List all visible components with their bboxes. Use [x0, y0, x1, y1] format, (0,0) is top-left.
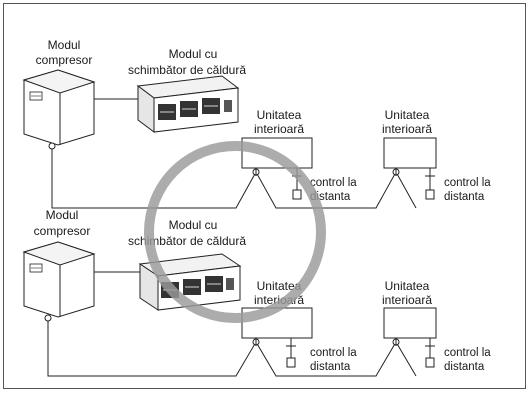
remote-controller-2-bottom: [425, 357, 435, 368]
remote-2-wire-bottom: [425, 338, 435, 358]
compressor-label-bottom-1: Modul: [46, 208, 79, 222]
main-wire-top: [51, 149, 417, 209]
diagram-frame: [3, 3, 526, 389]
heat-exchanger-label-bottom-1: Modul cu: [169, 218, 218, 232]
indoor-unit-2-label-top-1: Unitatea: [385, 108, 430, 122]
remote-controller-2-top: [425, 189, 435, 200]
remote-1-label-top-2: distanta: [310, 191, 351, 203]
system-bottom: Modul compresor Modul cu schimbător de c…: [22, 208, 491, 377]
overlay-ring: [144, 141, 326, 323]
compressor-label-bottom-2: compresor: [34, 224, 91, 238]
compressor-port-bottom: [44, 314, 52, 322]
indoor-unit-1-label-top-1: Unitatea: [257, 108, 302, 122]
compressor-unit-bottom: [22, 241, 96, 318]
heat-exchanger-label-top-1: Modul cu: [169, 47, 218, 61]
indoor-unit-2-bottom: [383, 307, 437, 339]
remote-1-label-top-1: control la: [310, 177, 357, 189]
remote-2-label-bottom-1: control la: [444, 347, 491, 359]
indoor-unit-2-label-bottom-2: interioară: [382, 293, 432, 307]
indoor-unit-1-label-top-2: interioară: [254, 122, 304, 136]
heat-exchanger-label-top-2: schimbător de căldură: [128, 63, 246, 77]
remote-1-label-bottom-1: control la: [310, 347, 357, 359]
remote-controller-1-bottom: [286, 357, 296, 368]
main-wire-bottom: [47, 321, 417, 377]
compressor-port-top: [48, 142, 56, 150]
compressor-label-top-1: Modul: [48, 38, 81, 52]
remote-1-wire-bottom: [286, 338, 296, 358]
remote-controller-1-top: [292, 189, 302, 200]
indoor-unit-1-label-bottom-1: Unitatea: [257, 279, 302, 293]
indoor-unit-2-label-top-2: interioară: [382, 122, 432, 136]
indoor-unit-2-label-bottom-1: Unitatea: [385, 279, 430, 293]
remote-2-label-top-2: distanta: [444, 191, 485, 203]
heat-exchanger-label-bottom-2: schimbător de căldură: [128, 234, 246, 248]
indoor-unit-2-top: [383, 137, 437, 169]
remote-1-label-bottom-2: distanta: [310, 361, 351, 373]
compressor-unit-top: [22, 69, 96, 146]
remote-2-label-top-1: control la: [444, 177, 491, 189]
remote-2-label-bottom-2: distanta: [444, 361, 485, 373]
system-top: Modul compresor Modul cu schimbător de c…: [22, 38, 491, 209]
heat-exchanger-unit-top: [136, 75, 240, 133]
remote-2-wire-top: [425, 168, 435, 190]
compressor-label-top-2: compresor: [36, 53, 93, 67]
